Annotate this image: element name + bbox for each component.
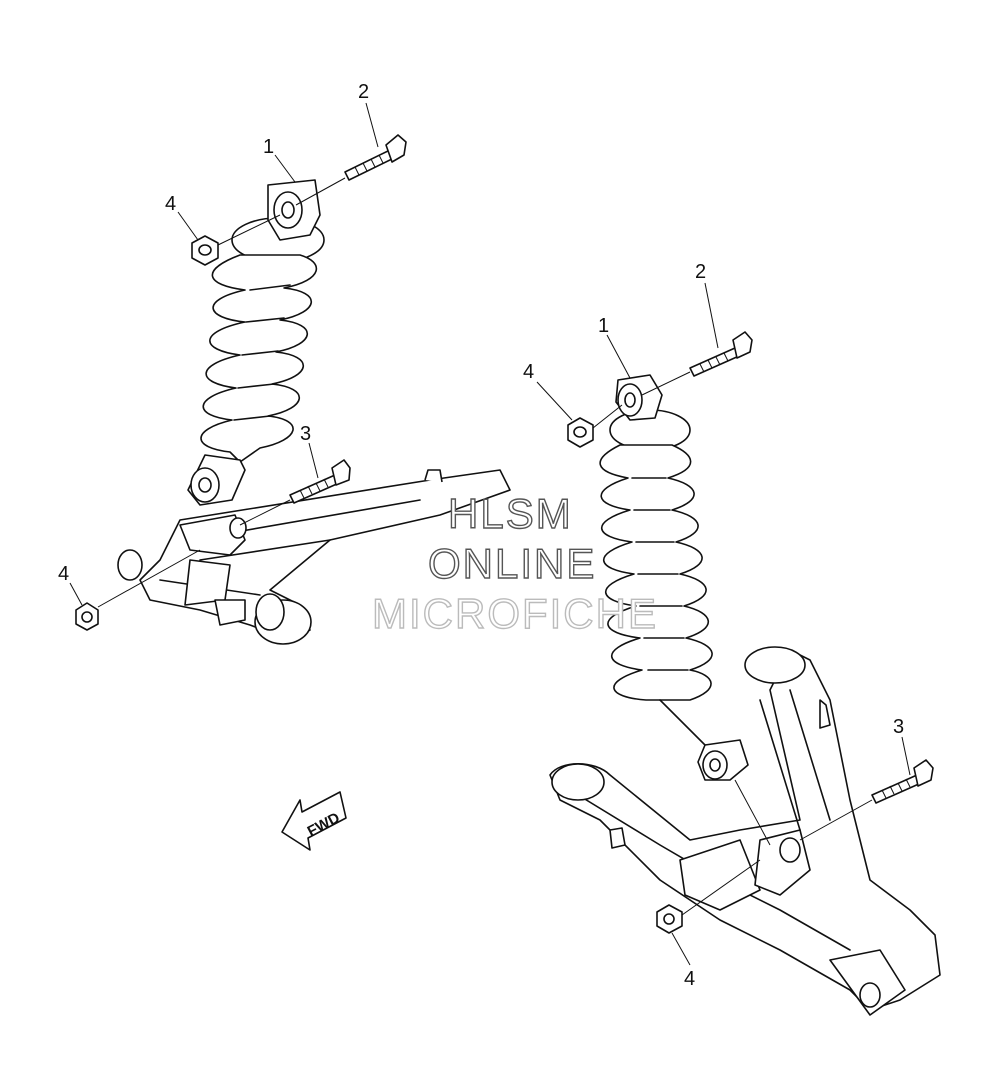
watermark-line-1: HLSM [448,490,573,537]
callout-right-shock: 1 [598,315,609,337]
callout-right-upper-nut: 4 [523,361,534,383]
leader-right-upper-bolt [704,282,719,349]
leader-left-lower-bolt [308,442,319,479]
left-upper-nut [191,235,219,266]
right-upper-bolt [689,331,753,377]
callout-left-upper-bolt: 2 [358,81,369,103]
callout-left-shock: 1 [263,136,274,158]
left-upper-bolt-axis [217,177,346,246]
right-lower-bolt [871,759,934,804]
left-lower-bolt [289,459,351,504]
callout-left-lower-nut: 4 [58,563,69,585]
watermark-line-2: ONLINE [428,540,596,587]
leader-left-upper-bolt [365,102,379,148]
right-upper-nut [567,417,594,448]
right-lower-arm [549,646,941,1016]
right-upper-bolt-axis [592,371,691,429]
forward-direction-arrow: FWD [281,791,347,851]
right-lower-nut [656,904,683,934]
right-lower-bolt-axis [681,779,873,916]
leader-left-shock [274,154,296,183]
left-upper-bolt [344,134,407,181]
left-shock-absorber [187,179,325,506]
callout-right-lower-nut: 4 [684,968,695,990]
leader-left-lower-nut [69,582,83,606]
leader-right-lower-bolt [901,736,911,776]
callout-left-upper-nut: 4 [165,193,176,215]
left-lower-arm [117,469,511,645]
callout-right-lower-bolt: 3 [893,716,904,738]
left-lower-bolt-axis [97,499,291,608]
leader-right-upper-nut [536,381,573,421]
leader-right-shock [606,334,631,379]
right-shock-absorber [599,374,749,781]
leader-right-lower-nut [671,932,691,966]
watermark: HLSM ONLINE MICROFICHE [371,489,658,637]
leader-left-upper-nut [177,211,199,241]
callout-left-lower-bolt: 3 [300,423,311,445]
left-lower-nut [75,602,99,631]
callout-right-upper-bolt: 2 [695,261,706,283]
watermark-line-3: MICROFICHE [372,590,658,637]
